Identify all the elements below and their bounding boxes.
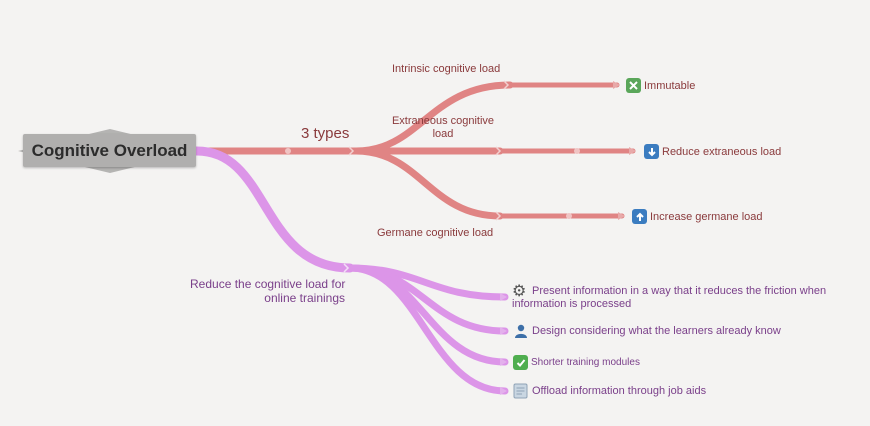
purple-arrow-tip-3 — [500, 358, 507, 366]
red-arrow-tip-3 — [618, 212, 625, 220]
reduce-branch-label-line-1: Reduce the cognitive load for — [190, 277, 346, 291]
purple-chevron-1 — [343, 263, 350, 273]
leaf-present-information[interactable]: Present information in a way that it red… — [512, 285, 826, 311]
reduce-branch-label[interactable]: Reduce the cognitive load for online tra… — [190, 277, 345, 306]
leaf-present-line-1: Present information in a way that it red… — [532, 285, 827, 297]
red-chevron-2 — [503, 80, 510, 90]
red-node-dot-3 — [566, 213, 572, 219]
red-chevron-3 — [495, 146, 502, 156]
extraneous-label-line-2: load — [432, 128, 454, 141]
leaf-design-considering[interactable]: Design considering what the learners alr… — [532, 325, 781, 337]
red-chevron-4 — [495, 211, 502, 221]
intrinsic-label[interactable]: Intrinsic cognitive load — [392, 63, 501, 75]
connector-reduce-to-offload — [346, 264, 509, 395]
purple-arrow-tip-1 — [500, 293, 507, 301]
red-arrow-tip-2 — [629, 147, 636, 155]
root-title: Cognitive Overload — [31, 140, 188, 160]
leaf-offload-information[interactable]: Offload information through job aids — [532, 385, 707, 397]
red-node-dot-2 — [574, 148, 580, 154]
root-node[interactable]: Cognitive Overload — [23, 134, 196, 167]
red-chevron-1 — [348, 146, 355, 156]
connector-3types-to-germane — [352, 147, 504, 220]
reduce-branch-label-line-2: online trainings — [264, 291, 345, 306]
leaf-present-line-2: information is processed — [512, 298, 632, 311]
connector-root-to-reduce — [191, 146, 355, 273]
user-icon — [514, 324, 528, 338]
leaf-shorter-modules[interactable]: Shorter training modules — [531, 357, 640, 368]
gear-icon: ⚙ — [512, 281, 527, 300]
arrow-down-icon — [644, 144, 659, 159]
arrow-up-icon — [632, 209, 647, 224]
purple-arrow-tip-2 — [500, 327, 507, 335]
leaf-immutable[interactable]: Immutable — [644, 80, 696, 92]
document-icon — [513, 383, 528, 399]
leaf-reduce-extraneous[interactable]: Reduce extraneous load — [662, 146, 782, 158]
germane-label[interactable]: Germane cognitive load — [377, 227, 494, 239]
leaf-increase-germane[interactable]: Increase germane load — [650, 211, 763, 223]
extraneous-label[interactable]: Extraneous cognitive load — [387, 115, 499, 141]
purple-arrow-tip-4 — [500, 387, 507, 395]
red-arrow-tip-1 — [613, 81, 620, 89]
branch-3types-label[interactable]: 3 types — [301, 125, 350, 142]
checkmark-icon — [513, 355, 528, 370]
extraneous-label-line-1: Extraneous cognitive — [391, 115, 495, 127]
close-box-icon — [626, 78, 641, 93]
red-node-dot-1 — [285, 148, 291, 154]
